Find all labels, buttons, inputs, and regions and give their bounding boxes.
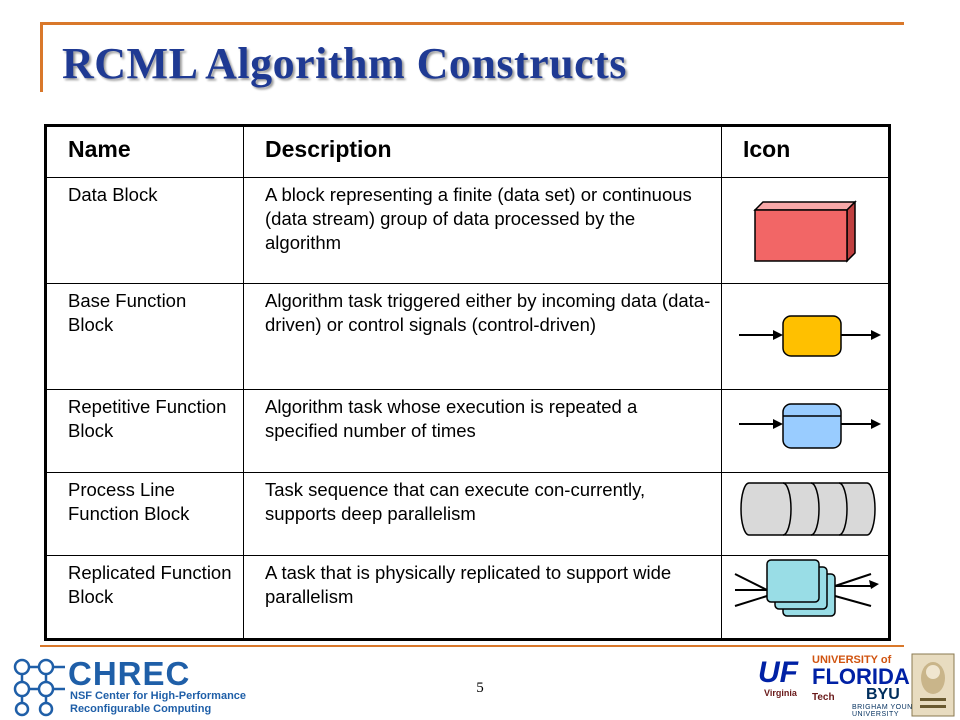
constructs-table: Name Description Icon Data Block A block… [44,124,891,641]
byu-subtitle: BRIGHAM YOUNG UNIVERSITY [852,704,919,718]
table-row: Repetitive Function Block Algorithm task… [45,389,890,473]
row-name: Base Function Block [45,283,244,390]
left-accent-rule [40,22,43,92]
replicated-function-block-icon [721,555,890,640]
table-row: Process Line Function Block Task sequenc… [45,472,890,556]
header-description: Description [243,125,722,178]
chrec-subtitle-2: Reconfigurable Computing [70,703,212,715]
byu-logo: BYU [866,686,900,703]
row-description: A block representing a finite (data set)… [243,177,722,284]
row-name: Replicated Function Block [45,555,244,640]
uf-florida: FLORIDA [812,664,910,689]
table-header-row: Name Description Icon [45,125,890,178]
top-accent-rule [40,22,904,25]
data-block-icon [721,177,890,284]
row-description: A task that is physically replicated to … [243,555,722,640]
row-description: Algorithm task whose execution is repeat… [243,389,722,473]
bottom-accent-rule [40,645,904,647]
slide-title: RCML Algorithm Constructs [62,39,627,88]
row-description: Task sequence that can execute con-curre… [243,472,722,556]
header-name: Name [45,125,244,178]
chrec-subtitle-1: NSF Center for High-Performance [70,690,247,702]
table-row: Data Block A block representing a finite… [45,177,890,284]
header-icon: Icon [721,125,890,178]
table-row: Base Function Block Algorithm task trigg… [45,283,890,390]
chrec-name: CHREC [68,655,191,692]
row-description: Algorithm task triggered either by incom… [243,283,722,390]
page-number: 5 [476,680,484,696]
virginia-tech-logo: Virginia [764,688,797,698]
washington-university-seal-icon [911,653,955,717]
uf-logo: UF [758,656,798,689]
process-line-function-block-icon [721,472,890,556]
row-name: Repetitive Function Block [45,389,244,473]
repetitive-function-block-icon [721,389,890,473]
table-row: Replicated Function Block A task that is… [45,555,890,640]
uf-university-of: UNIVERSITY of [812,654,892,666]
base-function-block-icon [721,283,890,390]
row-name: Process Line Function Block [45,472,244,556]
chrec-logo-icon [13,658,65,717]
virginia-tech-mark: Tech [812,692,835,703]
row-name: Data Block [45,177,244,284]
